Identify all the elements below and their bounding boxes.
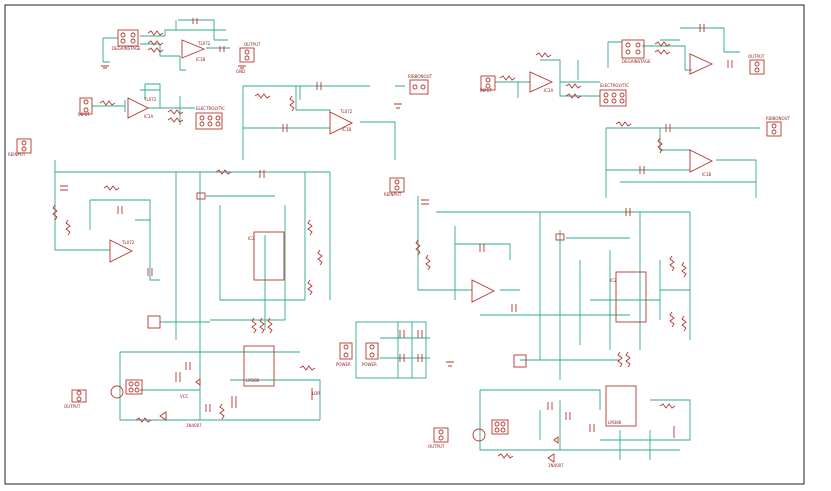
label-ic1a-right: IC1A [544, 88, 554, 93]
right-top-degain-stage: DEGAINSTAGE OUTPUT [607, 24, 765, 75]
label-vcc-left: VCC [180, 394, 189, 399]
ic-right-lm386 [605, 385, 637, 427]
ic-left-tl072-block [253, 231, 285, 281]
middle-top-opamp-stage: TL072 IC1B RIBBONOUT [242, 74, 433, 160]
power-supply-block: POWER POWER [336, 321, 454, 379]
left-top-gain-stage: DEGAINSTAGE TL072 IC1B OUTPUT GND [101, 18, 261, 74]
label-output-bottom-left: OUTPUT [64, 404, 81, 409]
label-output-tl: OUTPUT [244, 42, 261, 47]
label-ic1b-right: IC1B [702, 172, 712, 177]
left-main-circuit: IC2 REINPUT TL072 [8, 138, 331, 421]
label-ic2-right: IC2 [610, 278, 617, 283]
label-ic2-left: IC2 [248, 236, 255, 241]
ic-left-lm386 [243, 345, 275, 387]
label-electrolytic-right: ELECTROLYTIC [600, 83, 629, 88]
label-diode-left: 1N4007 [186, 423, 202, 428]
label-power-1: POWER [336, 362, 351, 367]
ic-right-tl072-block [615, 271, 647, 323]
label-ldr-left: LDR [312, 391, 320, 396]
sheet-frame [4, 4, 805, 485]
label-reinput-left: REINPUT [8, 152, 26, 157]
label-ic1b-tl: IC1B [196, 57, 206, 62]
label-input-1: INPUT [78, 112, 91, 117]
right-main-circuit: IC2 REINPUT [384, 177, 691, 427]
label-degainstage-left: DEGAINSTAGE [112, 46, 141, 51]
label-degainstage-right: DEGAINSTAGE [622, 59, 651, 64]
right-top-gain-stage: INPUT IC1A ELECTROLYTIC [480, 52, 629, 107]
right-middle-opamp-stage: IC1B RIBBONOUT [605, 116, 791, 198]
label-output-bottom-right: OUTPUT [428, 444, 445, 449]
label-tl072-left-main: TL072 [121, 240, 135, 245]
label-input-right: INPUT [480, 88, 493, 93]
label-ribbonout-right: RIBBONOUT [766, 116, 791, 121]
right-bottom-amp: LM386 OUTPUT 1N4007 [428, 389, 691, 468]
label-tl072-tl: TL072 [197, 41, 211, 46]
label-ic1a-left: IC1A [144, 114, 154, 119]
label-reinput-right: REINPUT [384, 192, 402, 197]
label-tl072a-left: TL072 [143, 97, 157, 102]
label-ribbonout-left: RIBBONOUT [408, 74, 433, 79]
label-power-2: POWER [362, 362, 377, 367]
left-input-stage: INPUT IC1A TL072 ELECTROLYTIC [78, 83, 225, 130]
label-lm386-right: LM386 [608, 420, 622, 425]
label-ic1b-mid: IC1B [342, 127, 352, 132]
label-electrolytic-left: ELECTROLYTIC [196, 106, 225, 111]
label-output-right-top: OUTPUT [748, 54, 765, 59]
label-gnd-tl: GND [236, 69, 245, 74]
left-bottom-amp: VCC LM386 LDR OUTPUT 1N4007 [64, 362, 320, 428]
label-tl072b: TL072 [339, 109, 353, 114]
label-lm386-left: LM386 [246, 378, 260, 383]
label-diode-right: 1N4007 [548, 463, 564, 468]
